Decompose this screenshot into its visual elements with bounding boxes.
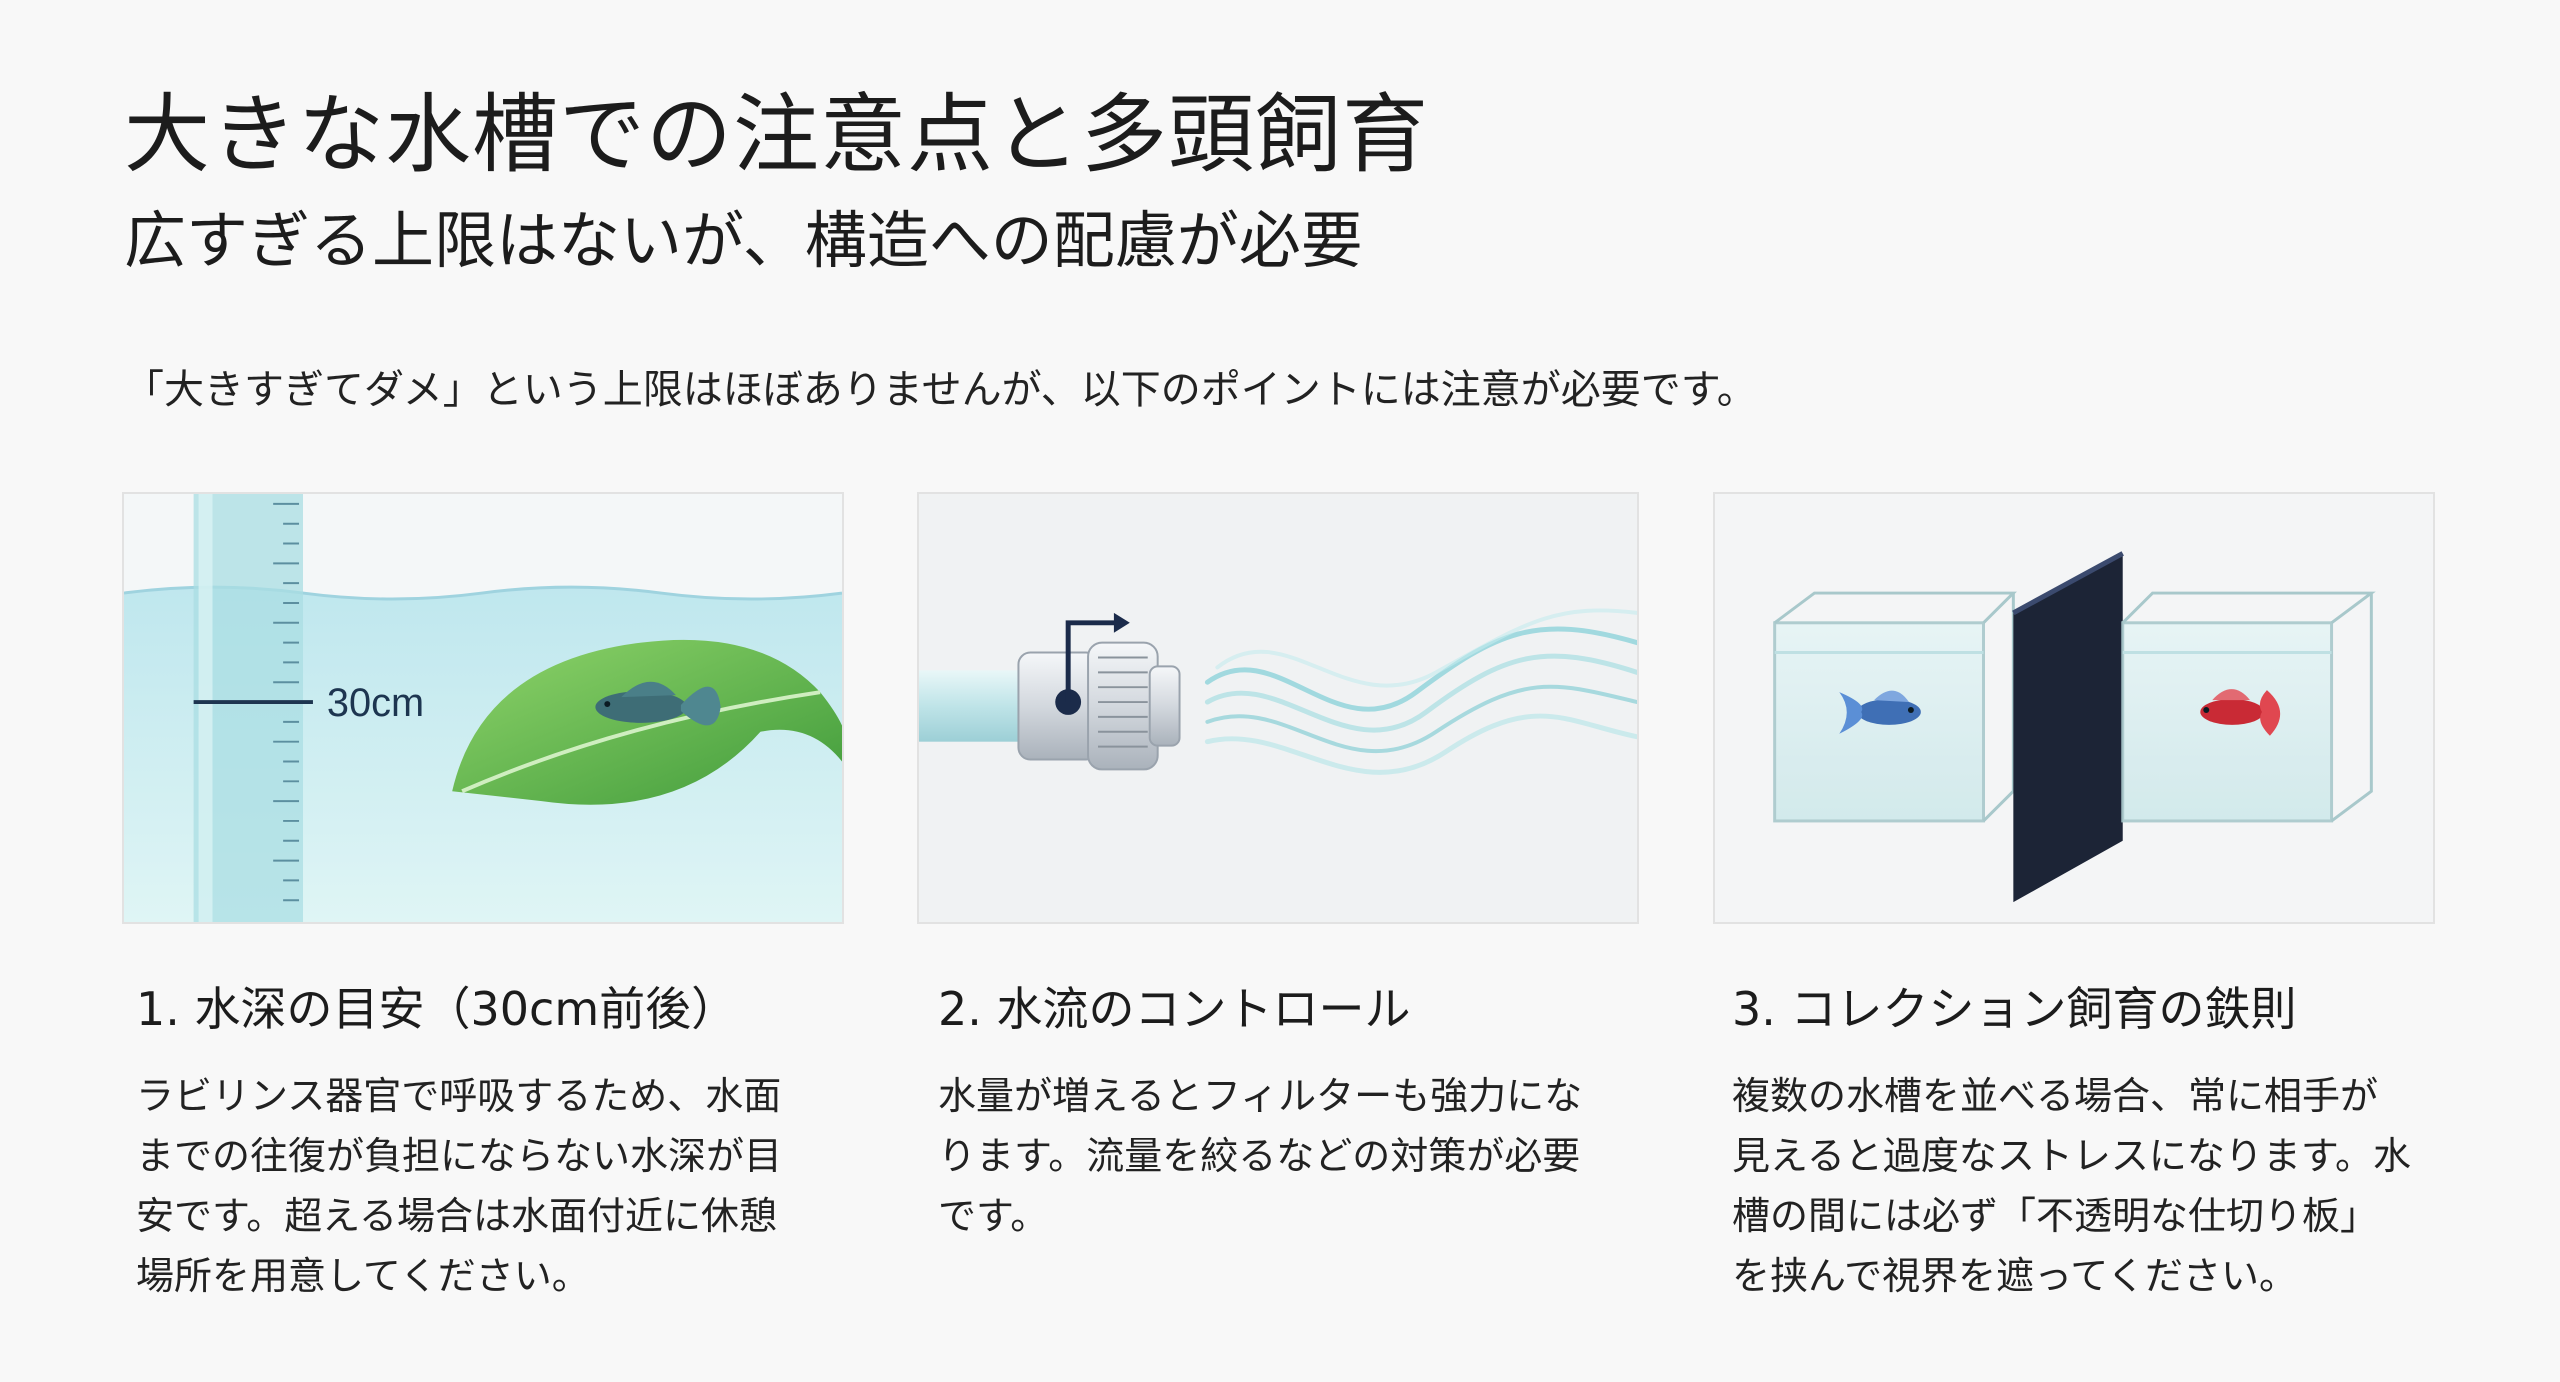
- betta-fish-blue-icon: [1839, 690, 1921, 734]
- page-subtitle: 広すぎる上限はないが、構造への配慮が必要: [124, 204, 1363, 277]
- point-3-title: 3. コレクション飼育の鉄則: [1732, 982, 2297, 1036]
- divided-tanks-illustration: [1713, 492, 2435, 924]
- intro-text: 「大きすぎてダメ」という上限はほぼありませんが、以下のポイントには注意が必要です…: [124, 367, 1757, 413]
- point-1-title: 1. 水深の目安（30cm前後）: [136, 982, 738, 1036]
- betta-fish-icon: [595, 681, 721, 726]
- water-current-icon: [1204, 608, 1637, 775]
- point-2-title: 2. 水流のコントロール: [938, 982, 1411, 1036]
- point-2-text: 水量が増えるとフィルターも強力にな ります。流量を絞るなどの対策が必要 です。: [938, 1074, 1583, 1238]
- water-depth-illustration: 30cm: [122, 492, 844, 924]
- page-title: 大きな水槽での注意点と多頭飼育: [124, 85, 1429, 185]
- point-1-text: ラビリンス器官で呼吸するため、水面 までの往復が負担にならない水深が目 安です。…: [136, 1074, 783, 1298]
- tank-right: [2121, 591, 2376, 823]
- ruler-icon: [193, 494, 313, 922]
- opaque-divider-board: [2012, 551, 2124, 903]
- flow-adjust-arrow-icon: [1055, 612, 1130, 715]
- water-flow-illustration: [917, 492, 1639, 924]
- point-3-text: 複数の水槽を並べる場合、常に相手が 見えると過度なストレスになります。水 槽の間…: [1732, 1074, 2412, 1298]
- betta-fish-red-icon: [2200, 689, 2281, 736]
- depth-label: 30cm: [327, 681, 424, 725]
